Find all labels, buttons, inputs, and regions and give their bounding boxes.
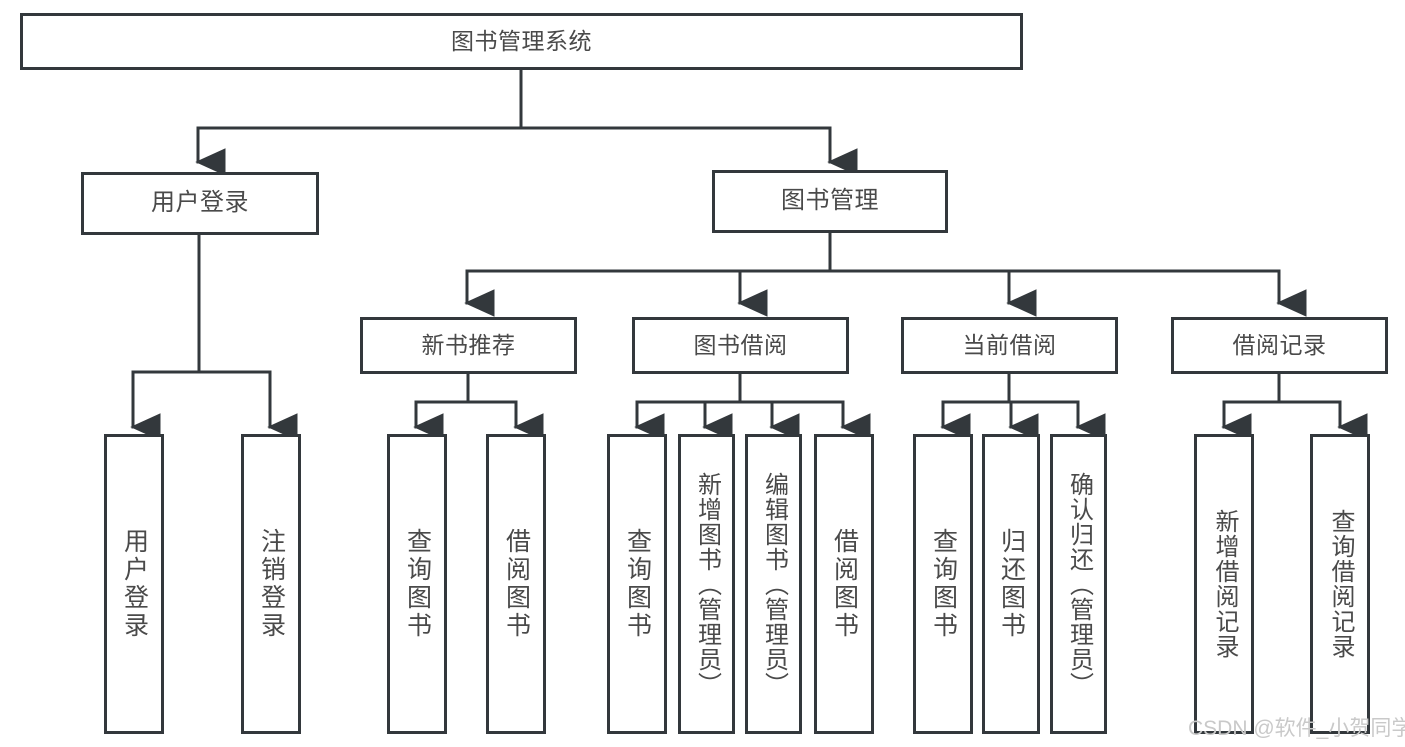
node-borrow-record[interactable]: 借阅记录	[1171, 317, 1388, 374]
node-label: 图书管理系统	[451, 27, 592, 54]
node-label: 新增借阅记录	[1210, 509, 1238, 659]
node-user-login[interactable]: 用户登录	[81, 172, 319, 235]
node-leaf-query-borrow-record[interactable]: 查询借阅记录	[1310, 434, 1370, 734]
node-leaf-edit-book-admin[interactable]: 编辑图书（管理员）	[745, 434, 802, 734]
node-current-borrow[interactable]: 当前借阅	[901, 317, 1118, 374]
node-leaf-add-borrow-record[interactable]: 新增借阅记录	[1194, 434, 1254, 734]
node-root-book-management-system[interactable]: 图书管理系统	[20, 13, 1023, 70]
csdn-watermark: CSDN @软件_小贺同学	[1188, 717, 1405, 740]
node-leaf-query-book-2[interactable]: 查询图书	[607, 434, 667, 734]
node-label: 图书管理	[781, 187, 879, 215]
node-leaf-return-book[interactable]: 归还图书	[982, 434, 1040, 734]
node-label: 借阅图书	[502, 528, 531, 640]
node-label: 归还图书	[997, 528, 1026, 640]
node-leaf-borrow-book-2[interactable]: 借阅图书	[814, 434, 874, 734]
node-leaf-borrow-book-1[interactable]: 借阅图书	[486, 434, 546, 734]
node-leaf-user-login[interactable]: 用户登录	[104, 434, 164, 734]
node-label: 用户登录	[120, 528, 149, 640]
node-leaf-confirm-return-admin[interactable]: 确认归还（管理员）	[1050, 434, 1107, 734]
node-label: 借阅记录	[1232, 331, 1327, 358]
node-label: 借阅图书	[830, 528, 859, 640]
node-leaf-query-book-3[interactable]: 查询图书	[913, 434, 973, 734]
node-label: 确认归还（管理员）	[1065, 471, 1093, 697]
node-label: 新书推荐	[421, 331, 516, 358]
node-book-borrow[interactable]: 图书借阅	[632, 317, 849, 374]
node-label: 查询图书	[403, 528, 432, 640]
node-leaf-query-book-1[interactable]: 查询图书	[387, 434, 447, 734]
node-label: 查询借阅记录	[1326, 509, 1354, 659]
node-leaf-add-book-admin[interactable]: 新增图书（管理员）	[678, 434, 735, 734]
node-label: 新增图书（管理员）	[693, 471, 721, 697]
node-label: 查询图书	[623, 528, 652, 640]
node-label: 注销登录	[257, 528, 286, 640]
node-label: 当前借阅	[962, 331, 1057, 358]
node-label: 编辑图书（管理员）	[760, 471, 788, 697]
node-label: 用户登录	[151, 189, 249, 217]
node-label: 图书借阅	[693, 331, 788, 358]
node-new-book-recommend[interactable]: 新书推荐	[360, 317, 577, 374]
node-label: 查询图书	[929, 528, 958, 640]
node-book-management[interactable]: 图书管理	[712, 170, 948, 233]
node-leaf-logout-login[interactable]: 注销登录	[241, 434, 301, 734]
